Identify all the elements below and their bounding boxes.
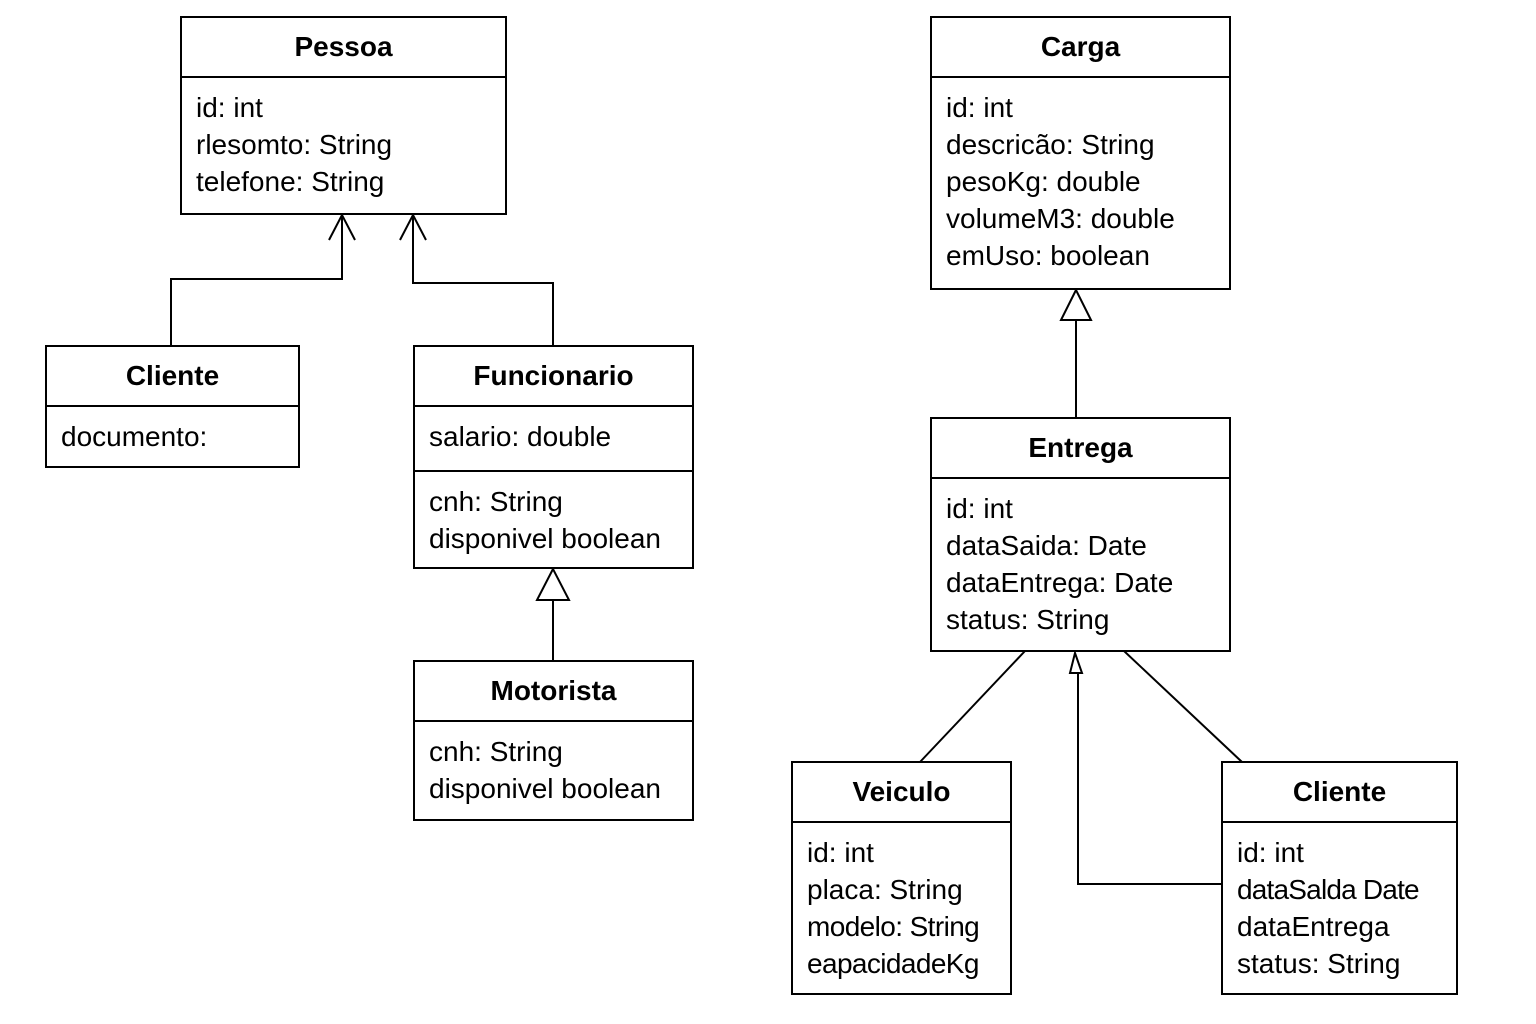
attribute: id: int — [807, 837, 874, 868]
attribute: id: int — [946, 493, 1013, 524]
class-entrega: Entrega id: int dataSaida: Date dataEntr… — [930, 417, 1231, 652]
class-veiculo-attributes: id: int placa: String modelo: String eap… — [793, 823, 1010, 990]
attribute: rlesomto: String — [196, 129, 393, 160]
class-motorista-attributes: cnh: String disponivel boolean — [415, 722, 692, 815]
motorista-to-funcionario-triangle — [535, 566, 571, 601]
attribute: documento: — [61, 421, 208, 452]
class-motorista-name: Motorista — [415, 662, 692, 722]
funcionario-to-pessoa-arrowhead — [399, 212, 427, 241]
attribute: placa: String — [807, 874, 963, 905]
class-cliente-right-name: Cliente — [1223, 763, 1456, 823]
attribute: status: String — [946, 604, 1110, 635]
attribute: cnh: String — [429, 486, 563, 517]
attribute: modelo: String — [807, 911, 980, 942]
attribute: disponivel boolean — [429, 773, 661, 804]
class-entrega-name: Entrega — [932, 419, 1229, 479]
attribute: dataSaida: Date — [946, 530, 1147, 561]
attribute: dataEntrega — [1237, 911, 1390, 942]
attribute: eapacidadeKg — [807, 948, 979, 979]
attribute: dataSalda Date — [1237, 874, 1420, 905]
cliente-to-pessoa-line — [170, 215, 343, 346]
entrega-veiculo-line — [919, 650, 1026, 763]
attribute: id: int — [1237, 837, 1304, 868]
attribute: dataEntrega: Date — [946, 567, 1174, 598]
entrega-cliente-line — [1123, 650, 1243, 763]
class-cliente-right: Cliente id: int dataSalda Date dataEntre… — [1221, 761, 1458, 995]
attribute: id: int — [946, 92, 1013, 123]
attribute: status: String — [1237, 948, 1401, 979]
class-funcionario: Funcionario salario: double cnh: String … — [413, 345, 694, 569]
class-motorista: Motorista cnh: String disponivel boolean — [413, 660, 694, 821]
attribute: disponivel boolean — [429, 523, 661, 554]
attribute: pesoKg: double — [946, 166, 1141, 197]
attribute: descricão: String — [946, 129, 1155, 160]
cliente-to-pessoa-arrowhead — [328, 212, 356, 241]
class-cliente-left-attributes: documento: — [47, 407, 298, 463]
attribute: id: int — [196, 92, 263, 123]
class-entrega-attributes: id: int dataSaida: Date dataEntrega: Dat… — [932, 479, 1229, 646]
attribute: telefone: String — [196, 166, 385, 197]
cliente-to-entrega-triangle — [1068, 649, 1084, 674]
attribute: salario: double — [429, 421, 612, 452]
attribute: cnh: String — [429, 736, 563, 767]
class-veiculo: Veiculo id: int placa: String modelo: St… — [791, 761, 1012, 995]
class-cliente-left: Cliente documento: — [45, 345, 300, 468]
class-pessoa: Pessoa id: int rlesomto: String telefone… — [180, 16, 507, 215]
class-carga-name: Carga — [932, 18, 1229, 78]
class-cliente-right-attributes: id: int dataSalda Date dataEntrega statu… — [1223, 823, 1456, 990]
attribute: emUso: boolean — [946, 240, 1150, 271]
class-veiculo-name: Veiculo — [793, 763, 1010, 823]
class-funcionario-attributes: salario: double — [415, 407, 692, 470]
funcionario-to-pessoa-line — [412, 215, 554, 346]
attribute: volumeM3: double — [946, 203, 1175, 234]
class-pessoa-name: Pessoa — [182, 18, 505, 78]
entrega-to-carga-triangle — [1059, 287, 1093, 321]
class-funcionario-name: Funcionario — [415, 347, 692, 407]
cliente-to-entrega-line — [1077, 673, 1222, 885]
class-carga: Carga id: int descricão: String pesoKg: … — [930, 16, 1231, 290]
class-cliente-left-name: Cliente — [47, 347, 298, 407]
class-funcionario-extra: cnh: String disponivel boolean — [415, 470, 692, 565]
class-pessoa-attributes: id: int rlesomto: String telefone: Strin… — [182, 78, 505, 208]
class-carga-attributes: id: int descricão: String pesoKg: double… — [932, 78, 1229, 282]
